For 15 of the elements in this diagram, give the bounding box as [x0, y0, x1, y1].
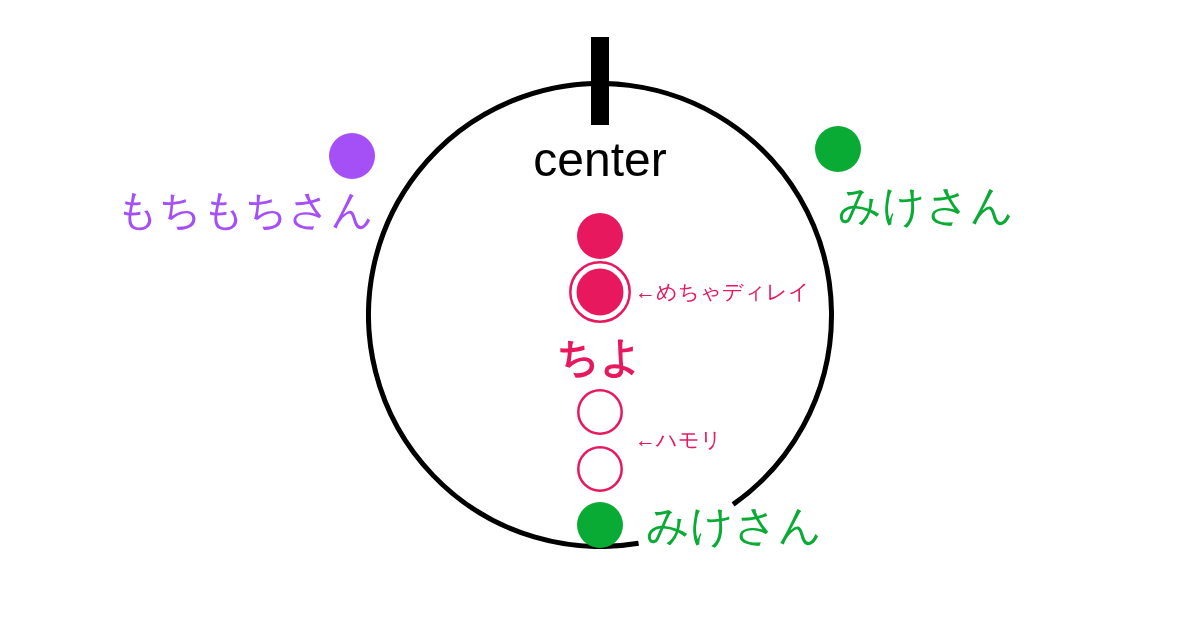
dot-icon — [329, 133, 375, 179]
name-label: もちもちさん — [116, 186, 374, 235]
name-label: ちよ — [557, 333, 643, 382]
name-label: みけさん — [646, 501, 822, 551]
position-label: center — [533, 132, 667, 188]
annotation-text: ←ハモリ — [635, 428, 722, 453]
circle-icon — [577, 446, 623, 492]
dot-icon — [815, 126, 861, 172]
dot-icon — [577, 213, 623, 259]
circle-icon — [577, 389, 623, 435]
name-label: みけさん — [838, 181, 1014, 231]
marker-bar — [591, 37, 609, 125]
annotation-text: ←めちゃディレイ — [635, 280, 810, 305]
ringed-dot-icon — [569, 261, 631, 323]
dot-icon — [577, 502, 623, 548]
